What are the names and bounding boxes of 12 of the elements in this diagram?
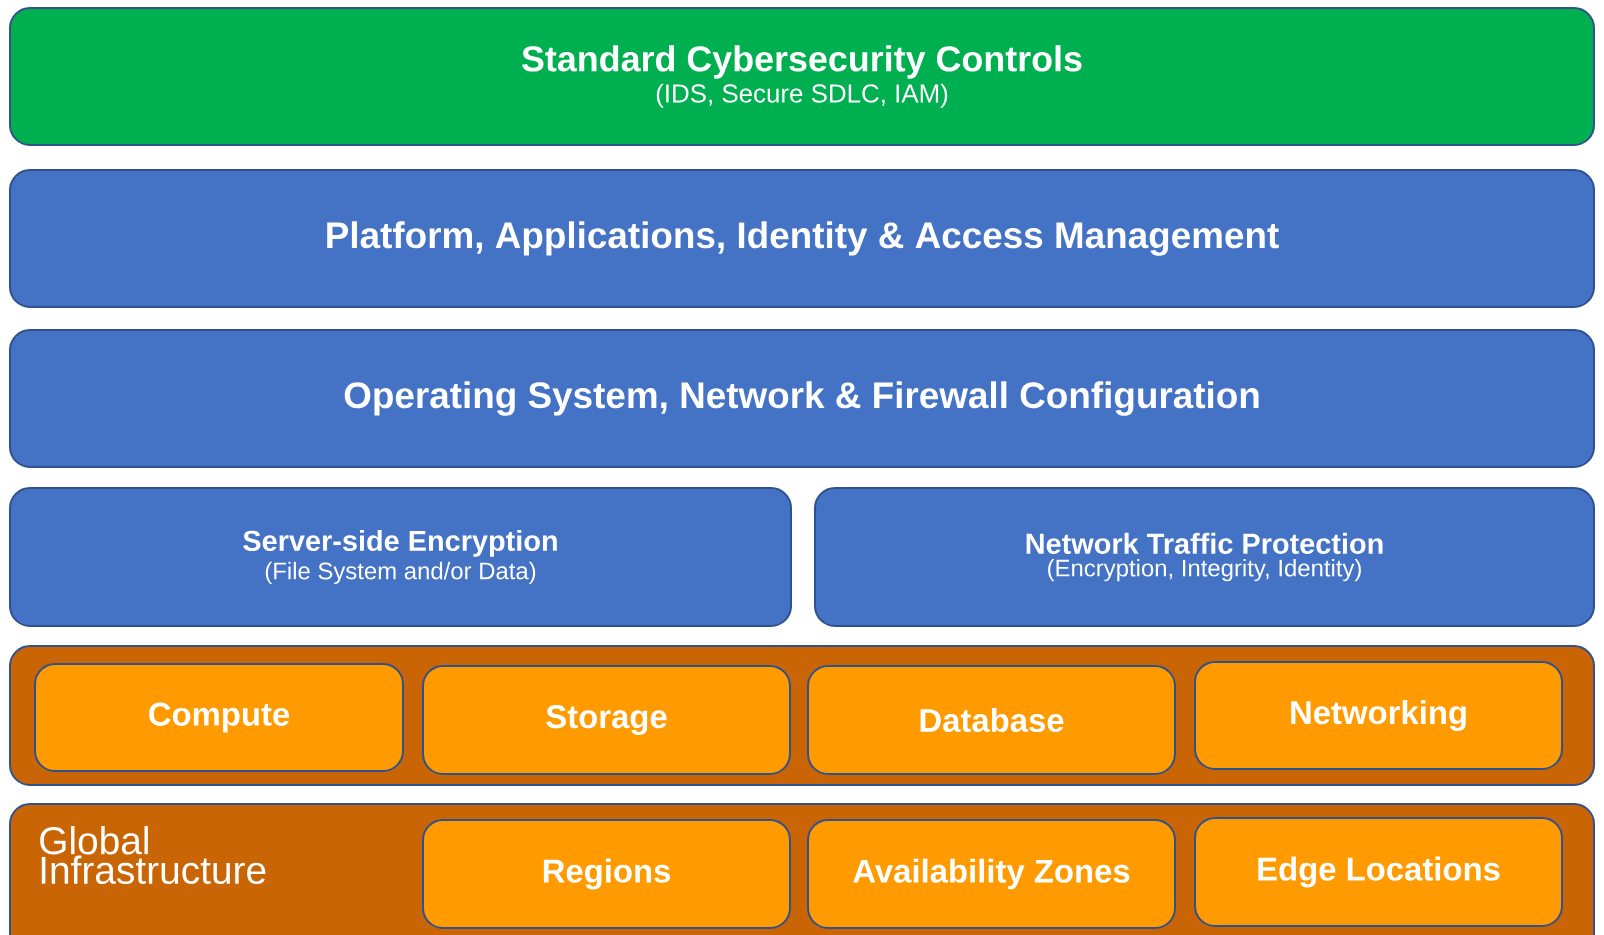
control-banner: Standard Cybersecurity Controls (IDS, Secure SDLC, IAM) — [9, 7, 1595, 146]
layer-banner: Platform, Applications, Identity & Access Management — [9, 169, 1595, 308]
layer-box: Server-side Encryption (File System and/or Data) — [9, 487, 792, 627]
service-box: Database — [807, 665, 1176, 775]
service-box: Compute — [34, 663, 404, 772]
infrastructure-box: Edge Locations — [1194, 817, 1563, 927]
layer-banner: Operating System, Network & Firewall Configuration — [9, 329, 1595, 468]
infrastructure-box: Availability Zones — [807, 819, 1176, 929]
infrastructure-box: Regions — [422, 819, 791, 929]
service-box: Storage — [422, 665, 791, 775]
service-box: Networking — [1194, 661, 1563, 770]
layer-box: Network Traffic Protection (Encryption, Integrity, Identity) — [814, 487, 1595, 627]
